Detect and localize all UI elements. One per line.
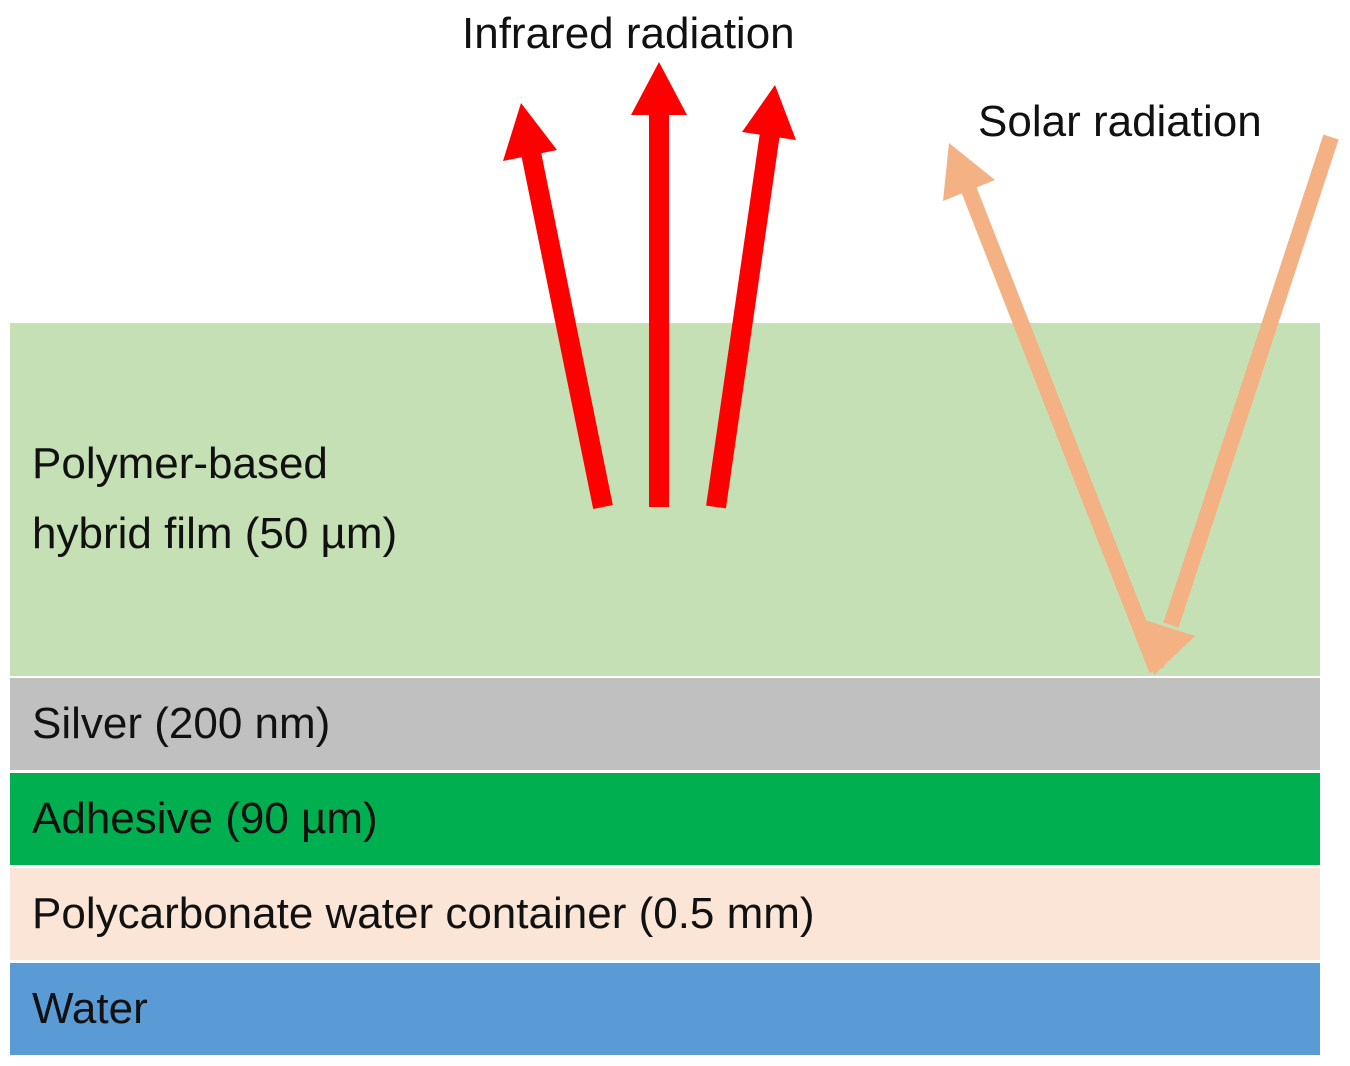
layer-adhesive: Adhesive (90 µm): [10, 773, 1320, 865]
layer-polycarbonate: Polycarbonate water container (0.5 mm): [10, 868, 1320, 960]
solar-arrow-reflected: [961, 187, 1165, 673]
solar-arrows: [943, 134, 1339, 675]
layer-water: Water: [10, 963, 1320, 1055]
infrared-radiation-label: Infrared radiation: [462, 9, 795, 58]
solar-arrow-incident: [1163, 134, 1339, 628]
infrared-arrows: [503, 62, 796, 509]
infrared-arrow-right: [706, 131, 780, 509]
layer-label-polymer-film: Polymer-based hybrid film (50 µm): [32, 429, 552, 569]
layer-label-adhesive: Adhesive (90 µm): [32, 794, 378, 843]
infrared-arrow-left: [520, 146, 613, 509]
layer-label-polycarbonate: Polycarbonate water container (0.5 mm): [32, 889, 815, 938]
solar-radiation-label: Solar radiation: [978, 97, 1262, 146]
layer-label-polymer-film-line1: Polymer-based: [32, 439, 328, 488]
layer-silver: Silver (200 nm): [10, 678, 1320, 770]
infrared-arrowhead-center: [631, 62, 687, 115]
solar-arrowhead-reflected: [943, 143, 995, 201]
infrared-arrowhead-right: [742, 85, 796, 140]
layer-label-polymer-film-line2: hybrid film (50 µm): [32, 509, 398, 558]
infrared-arrowhead-left: [503, 103, 557, 161]
layer-label-water: Water: [32, 984, 148, 1033]
layer-label-silver: Silver (200 nm): [32, 699, 331, 748]
